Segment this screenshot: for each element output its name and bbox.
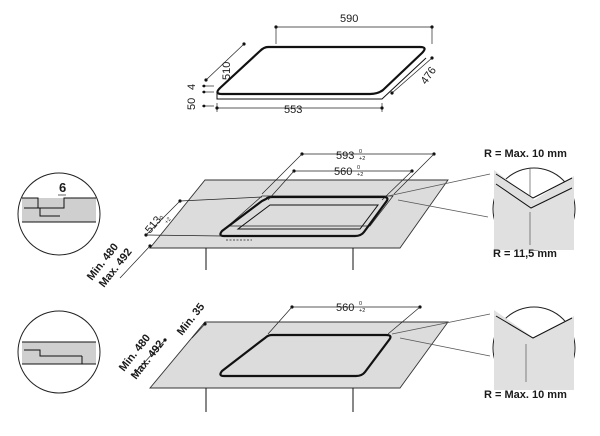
label-inner-553: 553	[284, 104, 302, 116]
flush-cutout-drawing: 593 0 +2 560 0 +2 513 0 +2	[85, 149, 491, 290]
label-radius-11-5: R = 11,5 mm	[493, 248, 557, 260]
svg-text:+2: +2	[359, 308, 365, 314]
label-rebate-6: 6	[59, 180, 66, 195]
label-outer-593: 593	[336, 150, 354, 162]
hob-body-edge	[216, 57, 427, 100]
dim-593: 593 0 +2	[261, 149, 436, 195]
label-glass-4: 4	[186, 84, 198, 90]
hob-drawing: 590 510 4 50 553	[186, 13, 439, 116]
svg-text:0: 0	[159, 215, 166, 221]
worktop-middle	[149, 179, 449, 249]
dim-560-flush: 560 0 +2	[267, 165, 414, 201]
svg-text:+2: +2	[357, 172, 363, 178]
worktop-bottom	[149, 321, 449, 389]
label-inner-560-flush: 560	[334, 166, 352, 178]
hob-glass-outline	[216, 45, 426, 96]
label-radius-max-10-flush: R = Max. 10 mm	[484, 148, 567, 160]
svg-text:+2: +2	[164, 217, 173, 226]
svg-text:0: 0	[359, 301, 362, 307]
label-height-50: 50	[186, 98, 198, 110]
dim-min-max-standard: Min. 480 Max. 492	[117, 332, 167, 382]
label-width-590: 590	[340, 13, 358, 25]
svg-text:0: 0	[357, 165, 360, 171]
label-depth-510: 510	[221, 62, 233, 80]
dim-590: 590	[274, 13, 434, 44]
corner-detail-circle-standard: R = Max. 10 mm	[484, 306, 576, 401]
standard-edge-detail-circle	[17, 310, 101, 394]
flush-inner-cutout	[236, 204, 379, 230]
dim-560-standard: 560 0 +2	[267, 301, 422, 335]
label-radius-max-10-standard: R = Max. 10 mm	[484, 389, 567, 401]
dim-min-max-flush: Min. 480 Max. 492	[85, 241, 152, 290]
svg-text:+2: +2	[359, 156, 365, 162]
dim-510: 510	[204, 42, 246, 82]
standard-cutout-drawing: 560 0 +2 Min. 35 Min. 480 Max. 492	[117, 301, 491, 412]
dim-height: 4 50	[186, 84, 214, 110]
standard-cutout	[219, 333, 392, 378]
label-inner-560-standard: 560	[336, 302, 354, 314]
label-inner-476: 476	[419, 65, 439, 87]
rebate-detail-circle: 6	[17, 172, 101, 256]
svg-text:0: 0	[359, 149, 362, 155]
dim-553: 553	[215, 103, 384, 116]
corner-detail-circle-flush: R = Max. 10 mm R = 11,5 mm	[484, 148, 576, 260]
